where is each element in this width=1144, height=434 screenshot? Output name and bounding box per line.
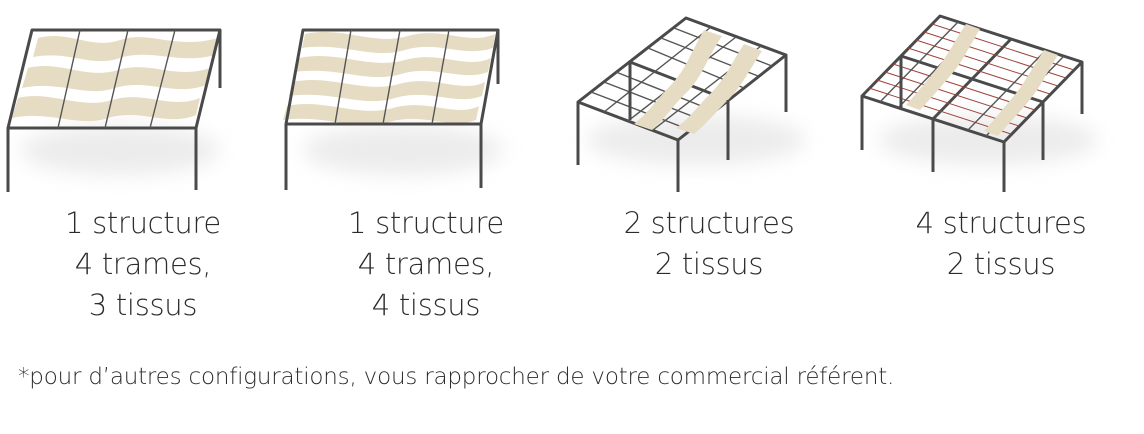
figure-3-line1: 2 structures xyxy=(623,206,795,240)
pergola-config-4: 4 structures 2 tissus xyxy=(858,0,1144,330)
figure-1-line3: 3 tissus xyxy=(88,288,198,322)
figure-4-line2: 2 tissus xyxy=(946,247,1056,281)
figure-2-line1: 1 structure xyxy=(348,206,504,240)
pergola-4-illustration xyxy=(860,14,1098,192)
figure-3-line2: 2 tissus xyxy=(654,247,764,281)
figure-2-line2: 4 trames, xyxy=(357,247,495,281)
figure-1-line2: 4 trames, xyxy=(74,247,212,281)
pergola-1-illustration xyxy=(6,28,222,192)
pergola-config-2: 1 structure 4 trames, 4 tissus xyxy=(283,0,569,330)
pergola-config-3: 2 structures 2 tissus xyxy=(566,0,852,330)
pergola-2-illustration xyxy=(283,28,503,190)
pergola-3-illustration xyxy=(576,16,806,192)
figure-1-line1: 1 structure xyxy=(65,206,221,240)
figure-4-line1: 4 structures xyxy=(915,206,1087,240)
pergola-config-1: 1 structure 4 trames, 3 tissus xyxy=(0,0,286,330)
figure-2-line3: 4 tissus xyxy=(371,288,481,322)
footnote: *pour d’autres configurations, vous rapp… xyxy=(18,364,895,390)
